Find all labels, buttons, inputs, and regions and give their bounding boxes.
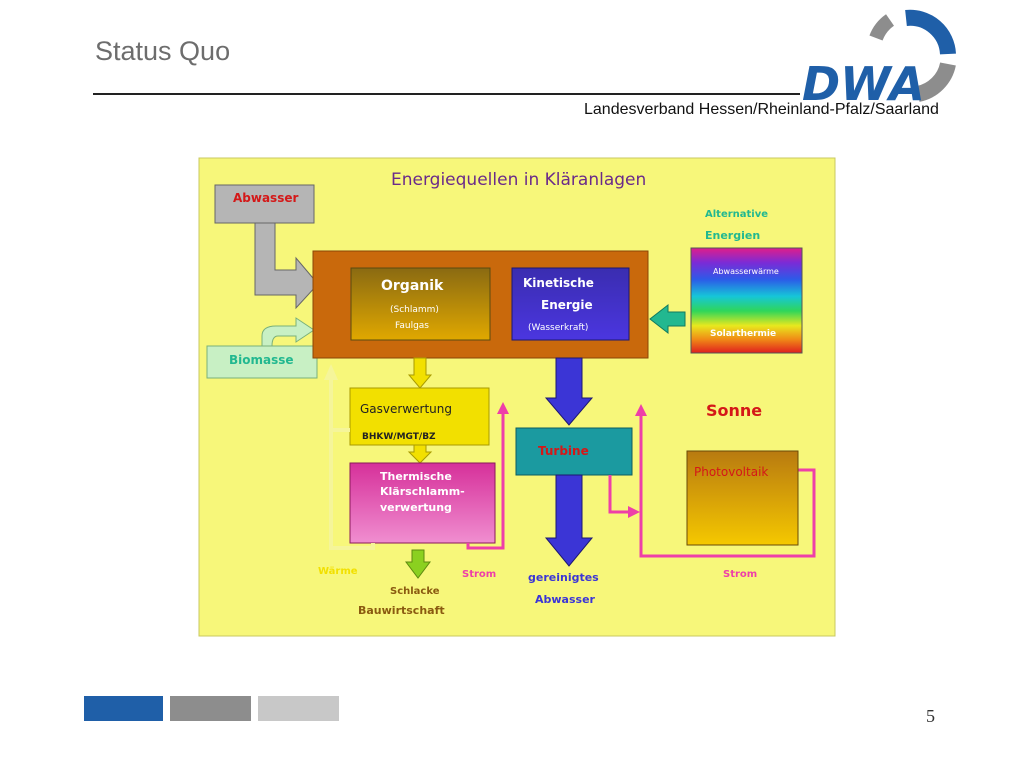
- thermische-line2: Klärschlamm-: [380, 485, 465, 498]
- waerme-arrowhead: [324, 364, 338, 380]
- abwasser-input-label: Abwasser: [233, 191, 298, 205]
- schlacke-label: Schlacke: [390, 586, 440, 597]
- kinetische-sub: (Wasserkraft): [528, 323, 588, 333]
- turbine-strom-line: [608, 475, 630, 514]
- kinetische-energie-box: [511, 267, 630, 341]
- footer-bar-lightgrey: [258, 696, 339, 721]
- thermische-line3: verwertung: [380, 501, 452, 514]
- gasverwertung-box: [349, 387, 490, 446]
- photovoltaik-label: Photovoltaik: [694, 465, 768, 479]
- biomasse-label: Biomasse: [229, 353, 294, 367]
- alternative-line2: Energien: [705, 229, 760, 242]
- footer-bar-blue: [84, 696, 163, 721]
- thermische-line1: Thermische: [380, 470, 452, 483]
- organik-sub1: (Schlamm): [390, 305, 439, 315]
- footer-bar-grey: [170, 696, 251, 721]
- logo-text: DWA: [802, 57, 925, 106]
- bauwirtschaft-label: Bauwirtschaft: [358, 604, 445, 617]
- strom-line-right: [639, 414, 816, 558]
- waerme-label: Wärme: [318, 566, 358, 577]
- turbine-box: [515, 427, 633, 476]
- alternative-energy-box: [690, 247, 803, 354]
- thermische-box: [349, 462, 496, 544]
- photovoltaik-box: [686, 450, 799, 546]
- alternative-line1: Alternative: [705, 209, 768, 220]
- turbine-strom-arrowhead: [628, 506, 640, 518]
- page-title: Status Quo: [95, 36, 231, 66]
- gasverwertung-sub: BHKW/MGT/BZ: [362, 432, 436, 442]
- strom-left-arrowhead: [497, 402, 509, 414]
- strom-left-label: Strom: [462, 569, 496, 580]
- turbine-label: Turbine: [538, 444, 589, 458]
- turbine-to-abwasser-arrow: [544, 474, 594, 567]
- abwasser-input-box: [214, 184, 315, 224]
- strom-right-label: Strom: [723, 569, 757, 580]
- gas-to-thermische-arrow: [407, 444, 433, 464]
- solarthermie-label: Solarthermie: [710, 329, 776, 339]
- dwa-logo: DWA: [802, 9, 956, 106]
- sonne-label: Sonne: [706, 401, 762, 420]
- organization-subtitle: Landesverband Hessen/Rheinland-Pfalz/Saa…: [584, 101, 939, 118]
- biomasse-box: [206, 345, 318, 379]
- strom-line-left: [466, 412, 505, 550]
- logo-arc-grey-left: [869, 14, 895, 41]
- logo-arc-grey: [915, 61, 956, 102]
- organik-box: [350, 267, 491, 341]
- kinetische-line1: Kinetische: [523, 276, 594, 290]
- kinetisch-to-turbine-arrow: [544, 357, 594, 426]
- abwasser-output-label: Abwasser: [535, 593, 596, 606]
- abwasserwaerme-label: Abwasserwärme: [713, 267, 779, 276]
- abwasser-flow-arrow: [254, 222, 319, 310]
- strom-right-arrowhead: [635, 404, 647, 416]
- diagram-title: Energiequellen in Kläranlagen: [391, 170, 646, 190]
- waerme-line-thermische: [329, 380, 375, 550]
- kinetische-line2: Energie: [541, 298, 593, 312]
- alternative-flow-arrow: [649, 303, 686, 335]
- title-underline: [93, 93, 800, 95]
- gereinigtes-label: gereinigtes: [528, 571, 599, 584]
- page-number: 5: [926, 706, 935, 726]
- organik-sub2: Faulgas: [395, 321, 429, 331]
- logo-arc-blue: [905, 9, 956, 55]
- gasverwertung-title: Gasverwertung: [360, 402, 452, 416]
- organik-to-gas-arrow: [407, 357, 433, 389]
- organik-title: Organik: [381, 278, 444, 294]
- schlacke-arrow: [405, 549, 431, 579]
